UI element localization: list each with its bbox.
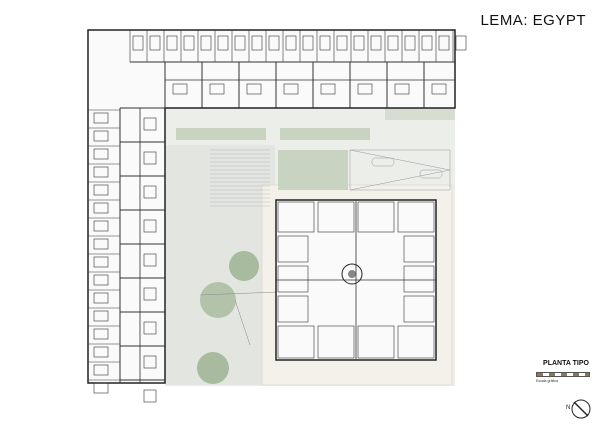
lawn-border	[385, 108, 455, 120]
room	[336, 35, 348, 51]
room	[277, 265, 309, 293]
room	[403, 235, 435, 263]
project-title: LEMA: EGYPT	[480, 12, 586, 29]
room	[93, 346, 109, 358]
room	[319, 35, 331, 51]
room	[277, 295, 309, 323]
lawn-square	[278, 150, 348, 190]
room	[143, 389, 157, 403]
room	[93, 292, 109, 304]
room	[93, 328, 109, 340]
room	[421, 35, 433, 51]
room	[357, 83, 373, 95]
room	[370, 35, 382, 51]
room	[143, 253, 157, 267]
parking-ramp	[349, 149, 451, 191]
room	[277, 201, 315, 233]
room	[93, 364, 109, 376]
room	[353, 35, 365, 51]
legend: PLANTA TIPO Escala gráfica	[536, 360, 596, 383]
tree	[229, 251, 259, 281]
room	[93, 256, 109, 268]
room	[387, 35, 399, 51]
room	[93, 130, 109, 142]
room	[93, 310, 109, 322]
room	[93, 382, 109, 394]
plan-label: PLANTA TIPO	[543, 360, 589, 367]
room	[172, 83, 188, 95]
scale-bar	[536, 372, 590, 377]
room	[246, 83, 262, 95]
room	[93, 184, 109, 196]
room	[93, 238, 109, 250]
room	[317, 201, 355, 233]
room	[317, 325, 355, 359]
room	[394, 83, 410, 95]
room	[143, 321, 157, 335]
scale-label: Escala gráfica	[536, 379, 558, 383]
room	[403, 295, 435, 323]
tree	[197, 352, 229, 384]
lawn-strip-1	[176, 128, 266, 140]
north-arrow-icon: N	[566, 399, 591, 419]
room	[93, 166, 109, 178]
room	[93, 202, 109, 214]
room	[403, 265, 435, 293]
room	[143, 355, 157, 369]
room	[431, 83, 447, 95]
room	[320, 83, 336, 95]
room	[285, 35, 297, 51]
room	[397, 201, 435, 233]
room	[357, 201, 395, 233]
room	[149, 35, 161, 51]
room	[357, 325, 395, 359]
paving-stripes	[210, 149, 270, 207]
room	[277, 325, 315, 359]
room	[143, 185, 157, 199]
room	[143, 117, 157, 131]
room	[438, 35, 450, 51]
room	[455, 35, 467, 51]
room	[183, 35, 195, 51]
stair-core	[341, 263, 363, 285]
room	[277, 235, 309, 263]
room	[251, 35, 263, 51]
room	[404, 35, 416, 51]
room-partitions	[88, 30, 467, 403]
room	[166, 35, 178, 51]
room	[200, 35, 212, 51]
room	[302, 35, 314, 51]
room	[143, 287, 157, 301]
room	[217, 35, 229, 51]
room	[143, 219, 157, 233]
north-label: N	[566, 405, 570, 411]
room	[397, 325, 435, 359]
room	[93, 274, 109, 286]
room	[143, 151, 157, 165]
room	[234, 35, 246, 51]
tree	[200, 282, 236, 318]
room	[132, 35, 144, 51]
room	[283, 83, 299, 95]
lawn-strip-2	[280, 128, 370, 140]
room	[209, 83, 225, 95]
room	[93, 148, 109, 160]
room	[268, 35, 280, 51]
room	[93, 220, 109, 232]
room	[93, 112, 109, 124]
